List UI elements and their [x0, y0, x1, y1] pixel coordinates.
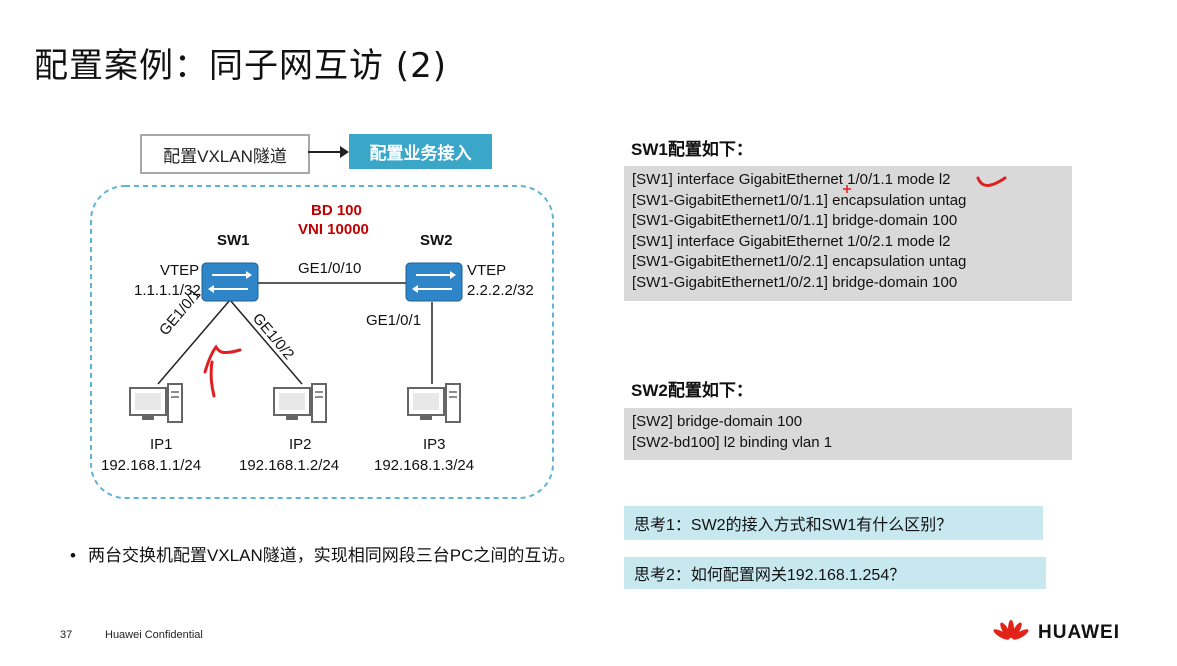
bd-label: BD 100: [311, 202, 362, 219]
pc-icon-1: [129, 383, 183, 423]
flow-step-service-access: 配置业务接入: [349, 134, 492, 169]
sw1-name: SW1: [217, 232, 250, 249]
flow-arrow-icon: [308, 146, 349, 158]
pc2-name: IP2: [289, 436, 312, 453]
switch-icon-sw2: [405, 262, 463, 302]
handwritten-annotation-mark: [843, 176, 1007, 193]
sw1-config-line: [SW1] interface GigabitEthernet 1/0/1.1 …: [632, 171, 951, 188]
link-label-sw1-sw2: GE1/0/10: [298, 260, 362, 277]
huawei-logo: HUAWEI: [992, 620, 1120, 646]
sw1-config-line: [SW1] interface GigabitEthernet 1/0/2.1 …: [632, 232, 951, 250]
sw2-name: SW2: [420, 232, 453, 249]
pc3-ip: 192.168.1.3/24: [374, 457, 475, 474]
pc3-name: IP3: [423, 436, 446, 453]
flow-step-vxlan-tunnel: 配置VXLAN隧道: [140, 134, 310, 174]
sw2-config-heading: SW2配置如下：: [631, 381, 753, 400]
page-number: 37: [60, 629, 73, 641]
pc-icon-2: [273, 383, 327, 423]
think-question-2: 思考2：如何配置网关192.168.1.254？: [624, 557, 1046, 589]
sw2-config-line: [SW2] bridge-domain 100: [632, 413, 803, 430]
link-sw1-pc2: [229, 299, 303, 385]
think-question-1: 思考1：SW2的接入方式和SW1有什么区别？: [624, 506, 1043, 540]
sw1-config-line: [SW1-GigabitEthernet1/0/2.1] encapsulati…: [632, 253, 967, 270]
vni-label: VNI 10000: [298, 221, 369, 238]
sw1-config-line: [SW1-GigabitEthernet1/0/1.1] bridge-doma…: [632, 212, 958, 229]
vxlan-domain-boundary: [90, 185, 554, 499]
sw2-vtep-ip: 2.2.2.2/32: [467, 282, 534, 299]
pc-icon-3: [407, 383, 461, 423]
sw2-vtep-label: VTEP: [467, 262, 507, 279]
bullet-content: 两台交换机配置VXLAN隧道，实现相同网段三台PC之间的互访。: [88, 546, 576, 565]
bullet-text: • 两台交换机配置VXLAN隧道，实现相同网段三台PC之间的互访。: [70, 542, 590, 569]
sw1-vtep-ip: 1.1.1.1/32: [134, 282, 201, 299]
page-title: 配置案例：同子网互访 (2): [34, 46, 447, 86]
brand-name: HUAWEI: [1038, 622, 1120, 643]
network-diagram: [90, 185, 554, 499]
bullet-dot: •: [70, 546, 76, 565]
sw1-vtep-label: VTEP: [160, 262, 200, 279]
link-label-sw2-pc3: GE1/0/1: [366, 312, 422, 329]
sw1-config-line: [SW1-GigabitEthernet1/0/1.1] encapsulati…: [632, 191, 967, 209]
pc1-ip: 192.168.1.1/24: [101, 457, 202, 474]
sw2-config-line: [SW2-bd100] l2 binding vlan 1: [632, 433, 833, 451]
sw1-config-line: [SW1-GigabitEthernet1/0/2.1] bridge-doma…: [632, 273, 958, 291]
huawei-flower-icon: [993, 620, 1029, 640]
confidential-label: Huawei Confidential: [105, 629, 203, 641]
handwritten-annotation-mark: [203, 344, 242, 398]
pc1-name: IP1: [150, 436, 173, 453]
link-sw1-pc1: [157, 299, 231, 385]
switch-icon-sw1: [201, 262, 259, 302]
sw1-config-heading: SW1配置如下：: [631, 140, 753, 159]
pc2-ip: 192.168.1.2/24: [239, 457, 340, 474]
sw2-config-block: [SW2] bridge-domain 100 [SW2-bd100] l2 b…: [624, 408, 1072, 460]
